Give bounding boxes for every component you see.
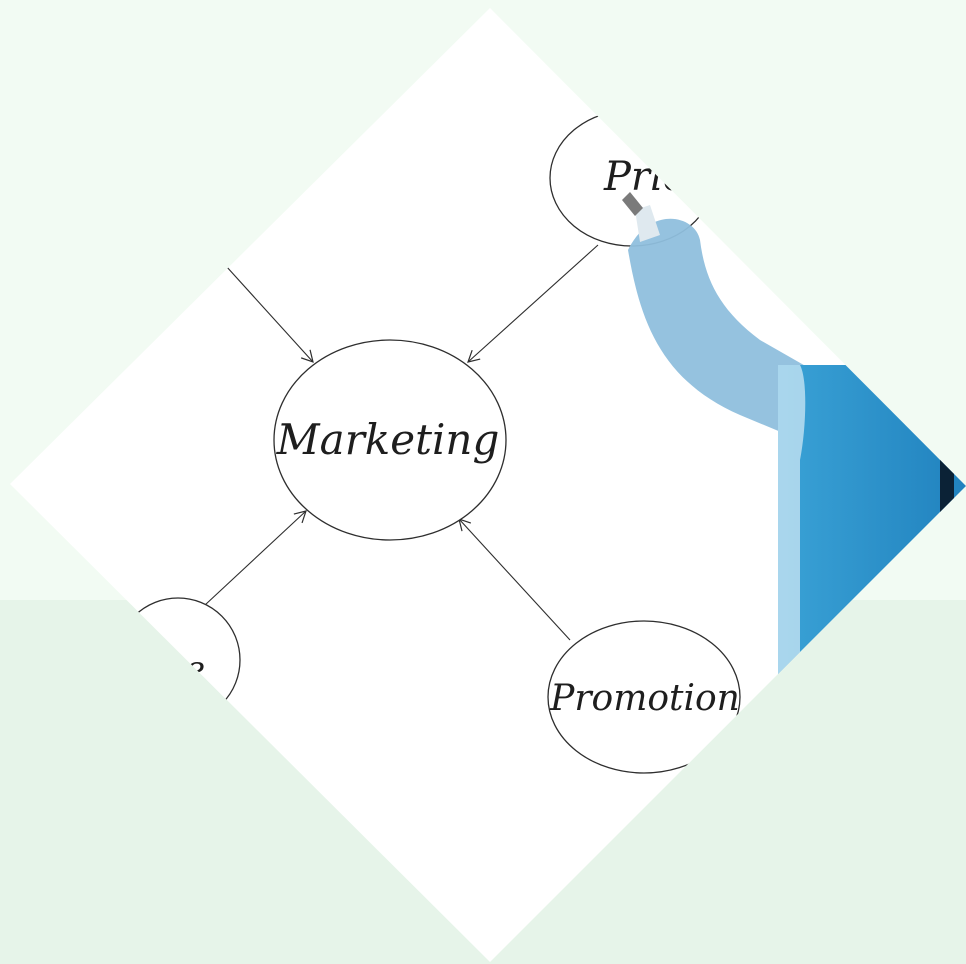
arrow-top-left [225,265,314,363]
promotion-node [547,620,741,774]
price-label: Pric [603,154,685,200]
arrow-from-promotion [458,518,571,641]
arrow-from-price [467,244,599,363]
sleeve [778,365,966,962]
promotion-label: Promotion [549,678,740,719]
arrow-from-place [204,510,307,606]
marketing-node [273,339,507,541]
place-node [115,597,241,723]
marketing-label: Marketing [276,415,500,464]
place-label: ce [166,649,205,689]
